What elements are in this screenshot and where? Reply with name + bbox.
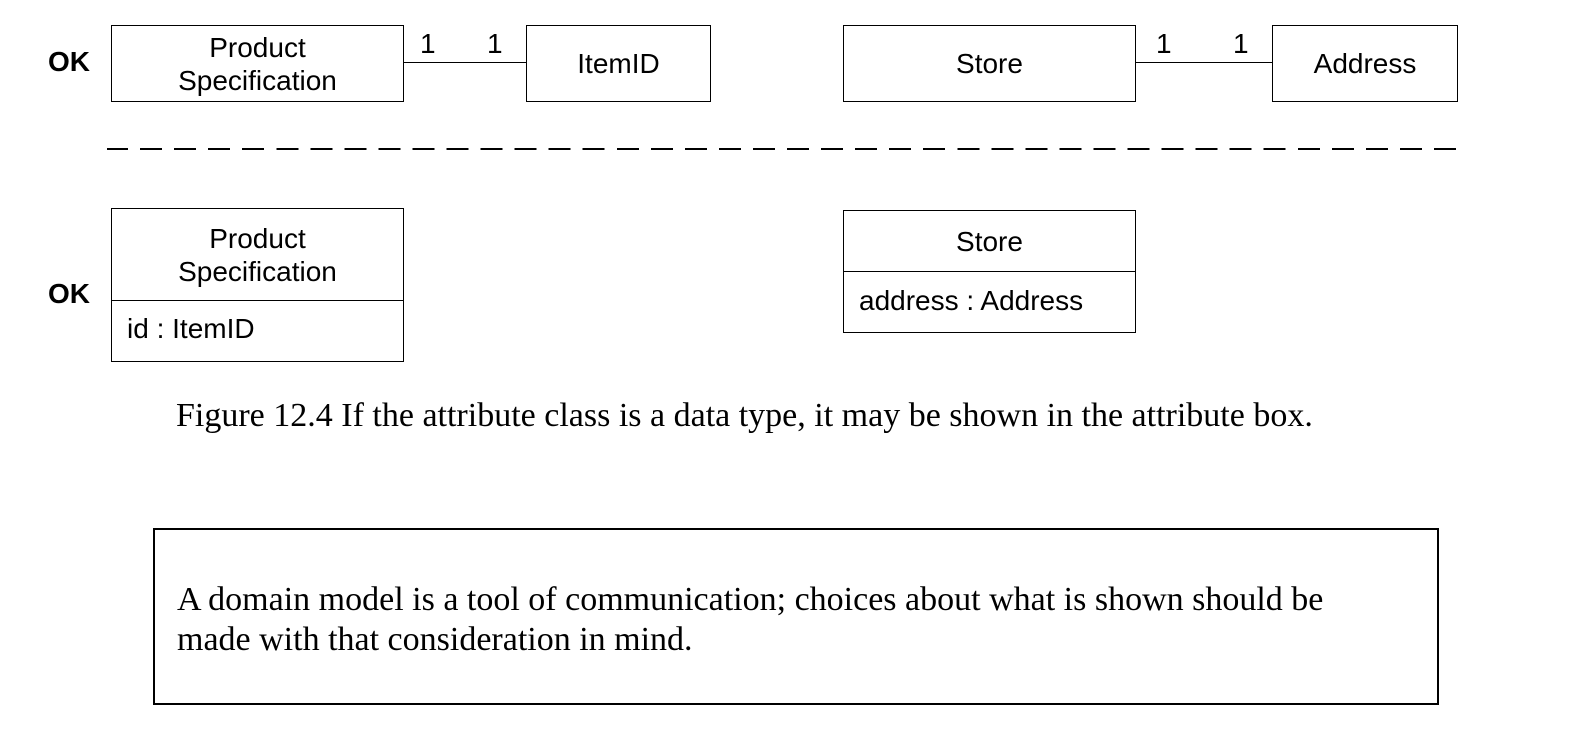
multiplicity-store-end: 1 bbox=[1156, 28, 1172, 59]
class-name: ItemID bbox=[577, 48, 660, 79]
multiplicity-product-end: 1 bbox=[420, 28, 436, 59]
product-specification-class-top: Product Specification bbox=[111, 25, 404, 102]
attribute-id: id : ItemID bbox=[127, 313, 255, 344]
compartment-separator bbox=[844, 271, 1135, 272]
class-name-line2: Specification bbox=[178, 256, 337, 287]
store-class-bottom: Store address : Address bbox=[843, 210, 1136, 333]
multiplicity-itemid-end: 1 bbox=[487, 28, 503, 59]
product-specification-class-bottom: Product Specification id : ItemID bbox=[111, 208, 404, 362]
attribute-address: address : Address bbox=[859, 285, 1084, 316]
ok-label-top: OK bbox=[48, 46, 90, 77]
class-name: Store bbox=[956, 226, 1023, 257]
class-name-line1: Product bbox=[209, 223, 306, 254]
class-name-line2: Specification bbox=[178, 64, 337, 96]
association-line-product-itemid bbox=[404, 62, 526, 63]
compartment-separator bbox=[112, 300, 403, 301]
itemid-class: ItemID bbox=[526, 25, 711, 102]
ok-label-bottom: OK bbox=[48, 278, 90, 309]
multiplicity-address-end: 1 bbox=[1233, 28, 1249, 59]
association-line-store-address bbox=[1136, 62, 1273, 63]
class-name-compartment: Store bbox=[844, 211, 1135, 272]
store-class-top: Store bbox=[843, 25, 1136, 102]
address-class: Address bbox=[1272, 25, 1458, 102]
dashed-divider bbox=[107, 148, 1459, 150]
note-text: A domain model is a tool of communicatio… bbox=[177, 581, 1324, 658]
class-name: Address bbox=[1313, 48, 1417, 79]
note-box: A domain model is a tool of communicatio… bbox=[153, 528, 1439, 705]
class-name-compartment: Product Specification bbox=[112, 209, 403, 301]
class-name-line1: Product bbox=[209, 31, 306, 63]
class-name: Store bbox=[956, 48, 1023, 79]
figure-caption: Figure 12.4 If the attribute class is a … bbox=[176, 397, 1313, 434]
